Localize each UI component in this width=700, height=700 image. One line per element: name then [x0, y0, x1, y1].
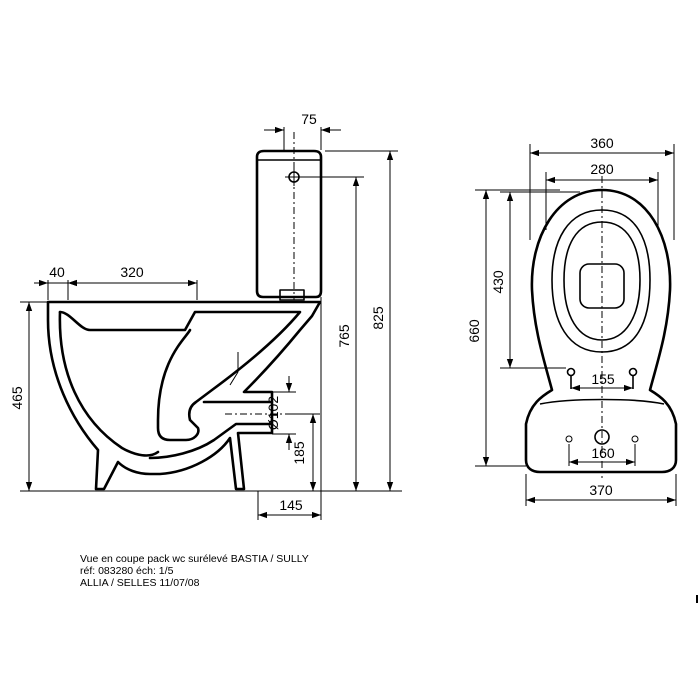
dim-765-label: 765 — [336, 324, 352, 348]
dim-660-label: 660 — [466, 319, 482, 343]
floor-fixing-holes — [565, 429, 639, 445]
caption-manufacturer: ALLIA / SELLES 11/07/08 — [80, 577, 200, 589]
dim-155: 155 — [571, 371, 633, 392]
dim-765: 765 — [300, 176, 364, 491]
dim-102-label: Ø102 — [265, 396, 281, 430]
dim-430-label: 430 — [490, 270, 506, 294]
dim-40-label: 40 — [49, 264, 65, 280]
dim-280-label: 280 — [590, 161, 614, 177]
dim-320-label: 320 — [120, 264, 144, 280]
dim-75-label: 75 — [301, 111, 317, 127]
dim-660: 660 — [466, 189, 560, 467]
dim-155-label: 155 — [591, 371, 615, 387]
top-view: 360 280 430 660 — [466, 135, 678, 506]
trap-inner — [148, 422, 272, 460]
caption-title: Vue en coupe pack wc surélevé BASTIA / S… — [80, 553, 309, 565]
dim-185-label: 185 — [291, 441, 307, 465]
dim-185: 185 — [289, 413, 320, 491]
bowl-inner-outline — [58, 310, 302, 442]
dim-430: 430 — [490, 191, 580, 369]
dim-160-label: 160 — [591, 445, 615, 461]
caption-reference: réf: 083280 éch: 1/5 — [80, 565, 174, 577]
dim-75: 75 — [264, 111, 341, 150]
dim-825-label: 825 — [370, 306, 386, 330]
dim-280: 280 — [545, 161, 659, 230]
dim-145: 145 — [257, 297, 322, 520]
dim-825: 825 — [325, 150, 398, 491]
caption-block: Vue en coupe pack wc surélevé BASTIA / S… — [80, 553, 309, 589]
bowl-outer-outline — [46, 300, 322, 491]
dim-145-label: 145 — [279, 497, 303, 513]
dim-465-label: 465 — [9, 386, 25, 410]
dim-360-label: 360 — [590, 135, 614, 151]
cistern-outline — [255, 149, 323, 299]
dim-160: 160 — [568, 444, 636, 466]
side-section-view: 75 40 320 465 765 — [9, 111, 402, 520]
dim-370-label: 370 — [589, 482, 613, 498]
dim-465: 465 — [9, 301, 48, 491]
seat-ring-outline — [551, 209, 651, 353]
edge-mark — [696, 595, 698, 603]
base-divider — [539, 398, 665, 405]
dim-102: Ø102 — [265, 376, 296, 450]
dim-370: 370 — [525, 474, 677, 506]
dim-360: 360 — [529, 135, 675, 240]
bowl-opening-outline — [563, 221, 641, 341]
cistern-valve — [279, 289, 305, 301]
dim-40-320: 40 320 — [34, 264, 198, 300]
seat-outer-outline — [524, 188, 678, 474]
